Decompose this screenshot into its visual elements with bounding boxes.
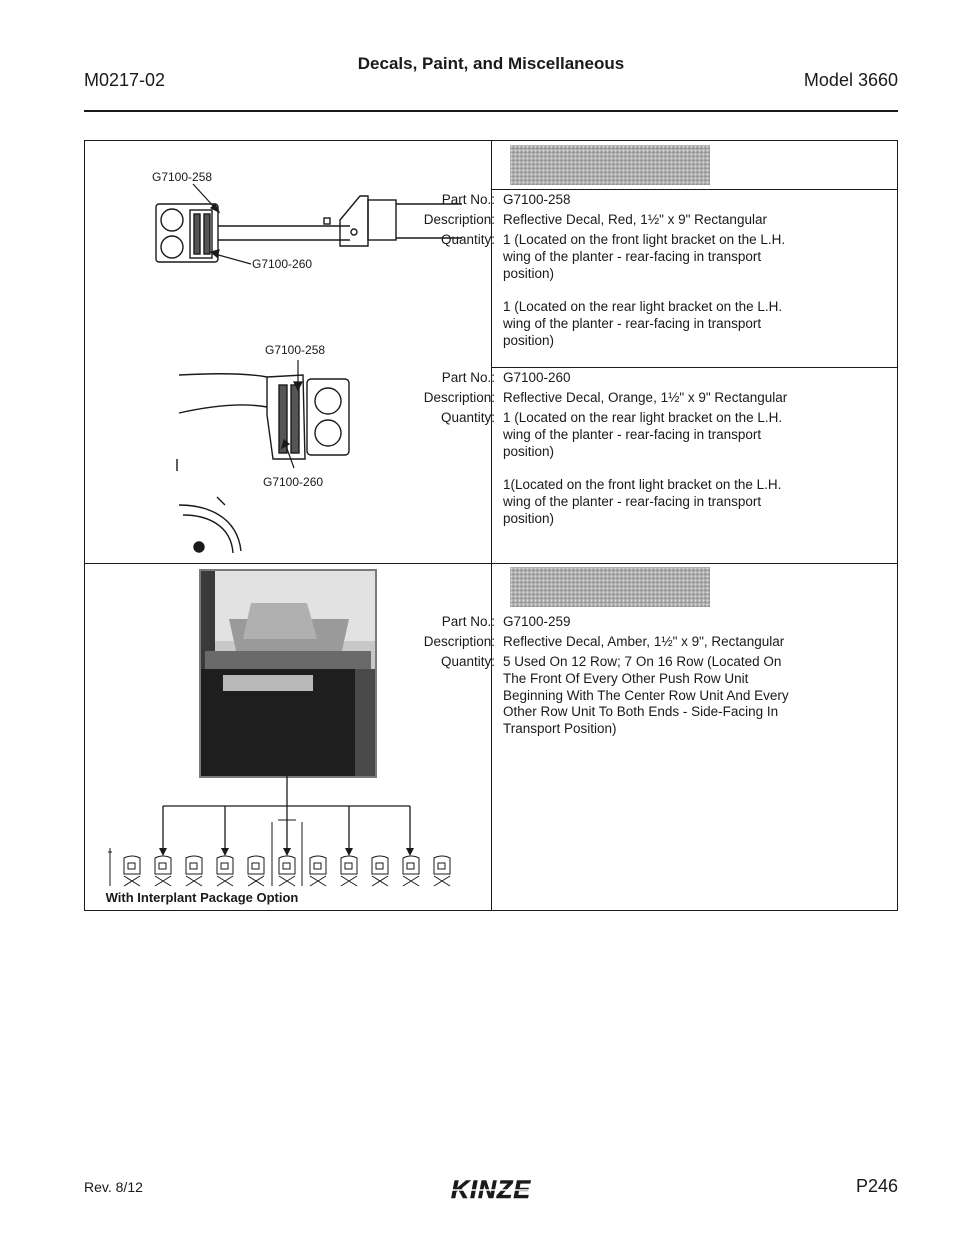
description-label: Description: — [423, 389, 495, 405]
callout-label: G7100-258 — [265, 343, 326, 357]
quantity-line: 1(Located on the front light bracket on … — [503, 477, 782, 526]
quantity-value: 1 (Located on the front light bracket on… — [495, 232, 803, 350]
quantity-line: 1 (Located on the rear light bracket on … — [503, 409, 783, 459]
part-no-value: G7100-260 — [503, 370, 571, 385]
callout-label: G7100-260 — [252, 257, 313, 271]
description-value: Reflective Decal, Amber, 1½" x 9", Recta… — [503, 633, 785, 649]
quantity-value: 1 (Located on the rear light bracket on … — [495, 410, 803, 528]
quantity-line: 1 (Located on the rear light bracket on … — [503, 299, 783, 348]
figure-caption: With Interplant Package Option — [105, 890, 299, 905]
decal-table — [84, 140, 898, 911]
description-label: Description: — [423, 633, 495, 649]
revision-label: Rev. 8/12 — [84, 1179, 143, 1195]
row-divider — [85, 563, 897, 564]
callout-arrows — [281, 360, 303, 469]
model-label: Model 3660 — [803, 70, 898, 90]
section-title: Decals, Paint, and Miscellaneous — [357, 54, 625, 73]
entry-g7100-260: Part No.: G7100-260 Description: Reflectiv… — [410, 370, 810, 531]
quantity-line: 5 Used On 12 Row; 7 On 16 Row (Located O… — [503, 653, 789, 737]
description-value: Reflective Decal, Orange, 1½" x 9" Recta… — [503, 389, 788, 405]
quantity-value: 5 Used On 12 Row; 7 On 16 Row (Located O… — [495, 654, 803, 738]
manual-number: M0217-02 — [84, 70, 166, 90]
part-no-label: Part No.: — [441, 370, 495, 385]
row-divider — [491, 189, 898, 190]
amber-decal-swatch — [510, 567, 710, 607]
row-layout-diagram — [108, 776, 451, 887]
quantity-label: Quantity: — [440, 653, 495, 669]
part-no-value: G7100-259 — [503, 614, 571, 629]
front-light-bracket-drawing — [155, 195, 462, 263]
rear-light-bracket-drawing — [176, 372, 350, 554]
part-no-value: G7100-258 — [503, 192, 571, 207]
header-rule — [84, 110, 898, 112]
column-divider — [491, 141, 492, 910]
callout-label: G7100-258 — [152, 170, 213, 184]
callout-arrows — [192, 183, 252, 265]
entry-g7100-259: Part No.: G7100-259 Description: Reflectiv… — [410, 614, 810, 741]
row-divider — [491, 367, 898, 368]
row-unit-photo — [199, 569, 377, 778]
red-decal-swatch — [510, 145, 710, 185]
part-no-label: Part No.: — [441, 614, 495, 629]
quantity-label: Quantity: — [440, 231, 495, 247]
page-number: P246 — [855, 1176, 898, 1196]
quantity-label: Quantity: — [440, 409, 495, 425]
description-value: Reflective Decal, Red, 1½" x 9" Rectangu… — [503, 211, 767, 227]
part-no-label: Part No.: — [441, 192, 495, 207]
callout-label: G7100-260 — [263, 475, 324, 489]
kinze-logo: KINZE — [438, 1176, 544, 1204]
quantity-line: 1 (Located on the front light bracket on… — [503, 231, 786, 281]
entry-g7100-258: Part No.: G7100-258 Description: Reflectiv… — [410, 192, 810, 353]
description-label: Description: — [423, 211, 495, 227]
